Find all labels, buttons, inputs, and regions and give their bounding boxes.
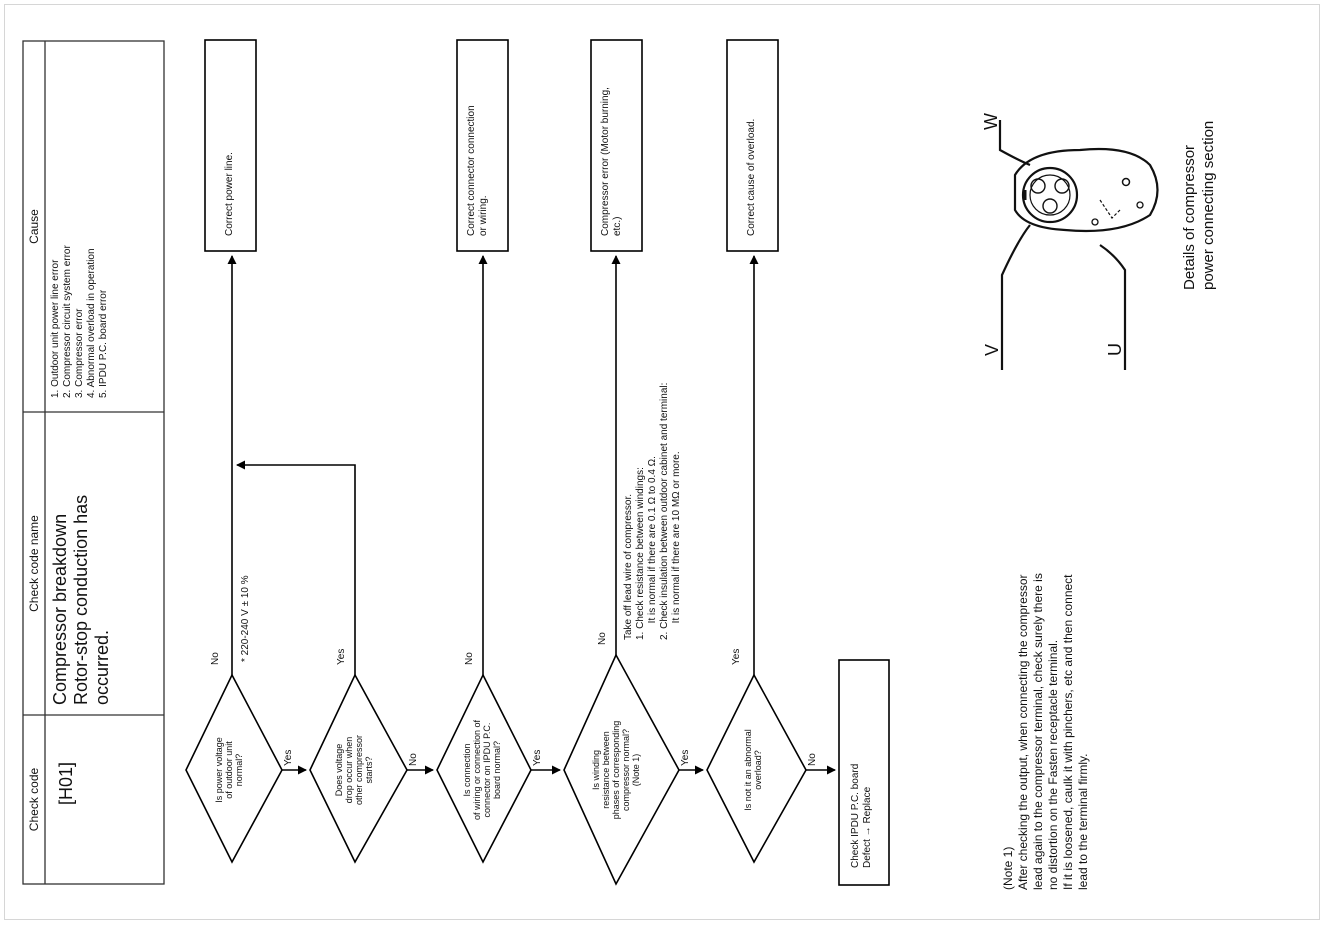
note-1: (Note 1) After checking the output, when… bbox=[1001, 573, 1091, 890]
question-line: Is power voltage bbox=[214, 737, 224, 803]
question-line: normal? bbox=[234, 753, 244, 787]
question-line: other compressor bbox=[354, 734, 364, 806]
note-line: After checking the output, when connecti… bbox=[1016, 574, 1030, 890]
instruction-line: 2. Check insulation between outdoor cabi… bbox=[659, 382, 670, 640]
cause-item: 5. IPDU P.C. board error bbox=[98, 289, 109, 398]
action-line: Correct connector connection bbox=[466, 105, 477, 236]
header-cause: Cause bbox=[27, 209, 41, 244]
check-code-name: Compressor breakdown Rotor-stop conducti… bbox=[50, 495, 113, 705]
decision-diamond-overload bbox=[706, 673, 807, 864]
question-line: Is connection bbox=[462, 743, 472, 797]
question-line: starts? bbox=[364, 756, 374, 784]
label-yes: Yes bbox=[336, 648, 347, 665]
label-yes: Yes bbox=[680, 749, 691, 766]
instruction-line: Take off lead wire of compressor. bbox=[623, 494, 634, 640]
question-line: of outdoor unit bbox=[224, 741, 234, 799]
action-line: or wiring. bbox=[478, 195, 489, 236]
action-box-overload bbox=[726, 39, 779, 252]
check-code-name-line: occurred. bbox=[92, 629, 112, 705]
check-code-table bbox=[22, 40, 165, 885]
note-line: lead again to the compressor terminal, c… bbox=[1031, 573, 1045, 890]
question-winding: Is winding resistance between phases of … bbox=[591, 700, 641, 840]
question-line: overload? bbox=[753, 750, 763, 790]
action-compressor-error-text: Compressor error (Motor burning, etc.) bbox=[600, 87, 624, 236]
cause-item: 2. Compressor circuit system error bbox=[62, 245, 73, 398]
decision-diamond-winding bbox=[563, 653, 680, 886]
action-box-power-line bbox=[204, 39, 257, 252]
question-overload: Is not it an abnormal overload? bbox=[743, 710, 763, 830]
terminal-label-v: V bbox=[982, 343, 1002, 356]
question-line: connector on IPDU P.C. bbox=[482, 722, 492, 818]
instruction-line: 1. Check resistance between windings: bbox=[635, 467, 646, 640]
question-voltage-drop: Does voltage drop occur when other compr… bbox=[334, 710, 374, 830]
winding-check-instructions: Take off lead wire of compressor. 1. Che… bbox=[623, 383, 683, 640]
note-title: (Note 1) bbox=[1001, 846, 1015, 890]
decision-diamond-connection bbox=[436, 673, 532, 864]
action-line: etc.) bbox=[612, 216, 623, 236]
action-box-compressor-error bbox=[590, 39, 643, 252]
header-check-code-name: Check code name bbox=[27, 515, 41, 612]
question-connection: Is connection of wiring or connection of… bbox=[462, 710, 502, 830]
voltage-spec-note: * 220-240 V ± 10 % bbox=[240, 575, 251, 662]
label-yes: Yes bbox=[532, 749, 543, 766]
decision-diamond-power-voltage bbox=[185, 673, 283, 864]
question-line: Does voltage bbox=[334, 743, 344, 797]
caption-line: power connecting section bbox=[1200, 120, 1217, 290]
action-box-connector bbox=[456, 39, 509, 252]
label-no: No bbox=[408, 753, 419, 766]
label-yes: Yes bbox=[283, 749, 294, 766]
question-line: Is not it an abnormal bbox=[743, 729, 753, 811]
cause-list: 1. Outdoor unit power line error 2. Comp… bbox=[50, 245, 110, 398]
cause-item: 1. Outdoor unit power line error bbox=[50, 259, 61, 398]
instruction-line: It is normal if there are 0.1 Ω to 0.4 Ω… bbox=[647, 456, 658, 640]
check-code-name-line: Compressor breakdown bbox=[50, 513, 70, 705]
question-line: of wiring or connection of bbox=[472, 719, 482, 821]
label-no: No bbox=[464, 652, 475, 665]
terminal-caption: Details of compressor power connecting s… bbox=[1180, 121, 1218, 290]
question-power-voltage: Is power voltage of outdoor unit normal? bbox=[214, 710, 244, 830]
question-line: board normal? bbox=[492, 740, 502, 800]
label-no: No bbox=[597, 632, 608, 645]
page-frame bbox=[4, 4, 1320, 920]
action-overload-text: Correct cause of overload. bbox=[746, 118, 757, 236]
caption-line: Details of compressor bbox=[1181, 144, 1198, 290]
label-no: No bbox=[807, 753, 818, 766]
check-code-name-line: Rotor-stop conduction has bbox=[71, 494, 91, 705]
question-line: drop occur when bbox=[344, 736, 354, 804]
action-line: Compressor error (Motor burning, bbox=[600, 87, 611, 236]
instruction-line: It is normal if there are 10 MΩ or more. bbox=[671, 451, 682, 640]
label-yes: Yes bbox=[731, 648, 742, 665]
question-line: phases of corresponding bbox=[611, 720, 621, 820]
action-line: Defect → Replace bbox=[862, 786, 873, 868]
header-check-code: Check code bbox=[27, 767, 41, 832]
action-power-line-text: Correct power line. bbox=[224, 152, 235, 236]
check-code-value: [H01] bbox=[56, 761, 76, 805]
note-line: lead to the terminal firmly. bbox=[1076, 753, 1090, 891]
question-line: (Note 1) bbox=[631, 753, 641, 787]
cause-item: 4. Abnormal overload in operation bbox=[86, 248, 97, 398]
action-connector-text: Correct connector connection or wiring. bbox=[466, 105, 490, 236]
terminal-label-w: W bbox=[981, 113, 1001, 130]
cause-item: 3. Compressor error bbox=[74, 308, 85, 398]
label-no: No bbox=[210, 652, 221, 665]
note-line: no distortion on the Fasten receptacle t… bbox=[1046, 639, 1060, 890]
compressor-terminal-illustration bbox=[998, 120, 1159, 370]
question-line: Is winding bbox=[591, 749, 601, 791]
action-line: Check IPDU P.C. board bbox=[850, 763, 861, 868]
terminal-label-u: U bbox=[1105, 343, 1125, 356]
decision-diamond-voltage-drop bbox=[309, 673, 408, 864]
action-box-ipdu bbox=[838, 659, 890, 886]
question-line: compressor normal? bbox=[621, 728, 631, 812]
action-ipdu-text: Check IPDU P.C. board Defect → Replace bbox=[850, 764, 874, 868]
question-line: resistance between bbox=[601, 731, 611, 809]
note-line: If it is loosened, caulk it with pincher… bbox=[1061, 574, 1075, 890]
